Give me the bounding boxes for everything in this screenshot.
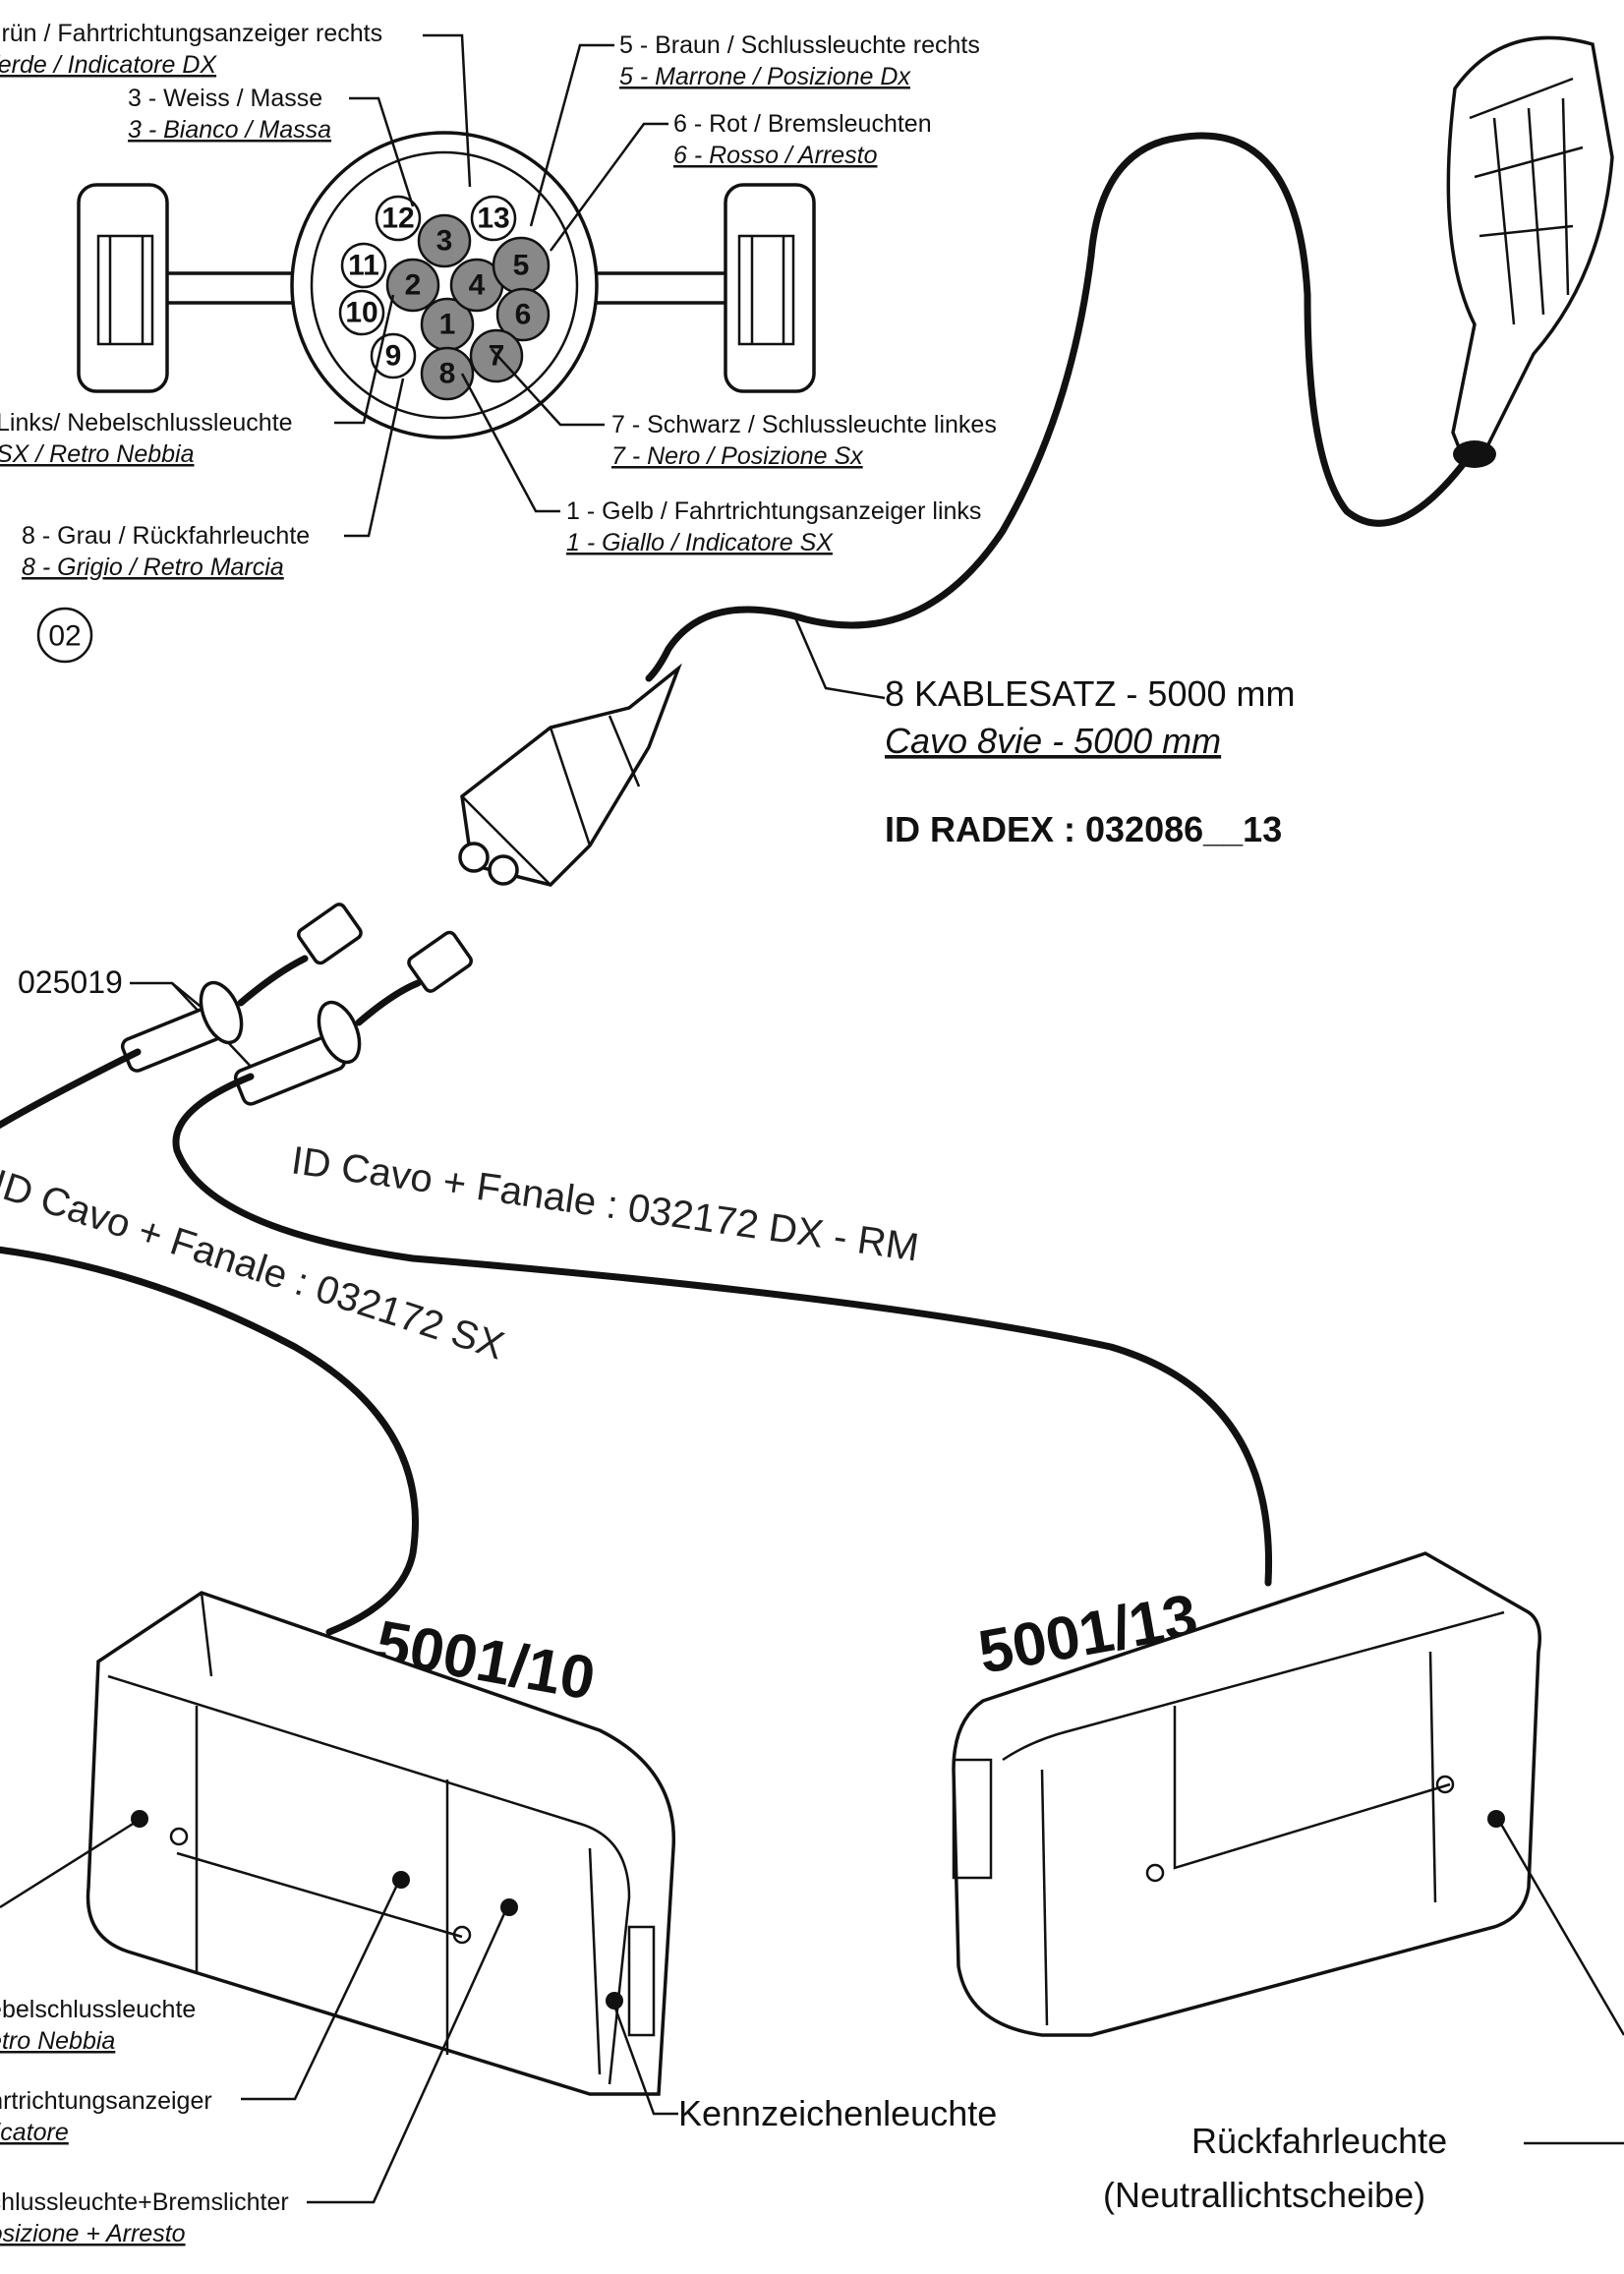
plate-lamp-label: Kennzeichenleuchte <box>678 2093 997 2133</box>
tail-label-de: Schlussleuchte+Bremslichter <box>0 2188 289 2216</box>
socket-pin-number: 12 <box>381 203 414 235</box>
cable-label-it: Cavo 8vie - 5000 mm <box>885 721 1221 761</box>
socket-pin-3 <box>417 213 472 268</box>
pin6-label-de: 6 - Rot / Bremsleuchten <box>673 110 932 138</box>
pin13-label-it: Verde / Indicatore DX <box>0 51 217 79</box>
pin3-label-it: 3 - Bianco / Massa <box>128 116 331 144</box>
pin2-label-it: SX / Retro Nebbia <box>0 440 195 468</box>
right-wheel <box>724 183 816 393</box>
left-lamp-cable <box>0 1048 419 1636</box>
figure-number-badge: 02 <box>36 607 93 664</box>
socket-pin-11 <box>340 242 387 289</box>
socket-pin-number: 6 <box>515 299 532 331</box>
pin8-label-it: 8 - Grigio / Retro Marcia <box>22 554 284 581</box>
socket-pin-number: 2 <box>405 269 422 302</box>
socket-pin-number: 1 <box>439 309 456 341</box>
main-cable <box>645 132 1469 682</box>
pin1-label-de: 1 - Gelb / Fahrtrichtungsanzeiger links <box>566 497 981 525</box>
socket-pin-6 <box>495 287 551 342</box>
socket-pin-2 <box>385 258 440 313</box>
right-cable-id: ID Cavo + Fanale : 032172 DX - RM <box>289 1138 922 1269</box>
pin13-label-de: Grün / Fahrtrichtungsanzeiger rechts <box>0 20 382 47</box>
trailer-plug <box>1446 35 1614 468</box>
right-lamp-cable <box>172 1073 1273 1587</box>
cable-id: ID RADEX : 032086__13 <box>885 809 1282 849</box>
tail-label-it: Posizione + Arresto <box>0 2220 186 2247</box>
pin3-label-de: 3 - Weiss / Masse <box>128 85 322 112</box>
socket-pin-number: 10 <box>345 297 377 329</box>
connector-left <box>120 903 363 1073</box>
pin2-label-de: Links/ Nebelschlussleuchte <box>0 409 293 437</box>
pin5-label-de: 5 - Braun / Schlussleuchte rechts <box>619 31 980 59</box>
pin7-label-de: 7 - Schwarz / Schlussleuchte linkes <box>611 411 997 438</box>
socket-pin-number: 11 <box>348 250 379 282</box>
fog-label-it: Retro Nebbia <box>0 2027 115 2055</box>
distribution-box <box>458 663 682 887</box>
indicator-label-de: Fahrtrichtungsanzeiger <box>0 2087 212 2115</box>
pin6-label-it: 6 - Rosso / Arresto <box>673 142 878 169</box>
socket-pin-number: 3 <box>436 225 453 258</box>
cable-label-de: 8 KABLESATZ - 5000 mm <box>885 673 1295 714</box>
pin1-label-it: 1 - Giallo / Indicatore SX <box>566 529 834 556</box>
indicator-label-it: Indicatore <box>0 2119 69 2146</box>
right-lamp <box>952 1551 1541 2037</box>
connector-right <box>233 930 473 1106</box>
socket-pin-number: 4 <box>469 269 486 302</box>
socket-pin-number: 5 <box>513 250 530 282</box>
pin5-label-it: 5 - Marrone / Posizione Dx <box>619 63 911 90</box>
left-lamp <box>86 1591 676 2096</box>
socket-pin-8 <box>420 346 475 401</box>
socket-pin-13 <box>470 195 517 242</box>
fog-label-de: Nebelschlussleuchte <box>0 1996 196 2023</box>
pin7-label-it: 7 - Nero / Posizione Sx <box>611 442 864 470</box>
reverse-lamp-note: (Neutrallichtscheibe) <box>1103 2175 1425 2215</box>
socket-pin-12 <box>375 195 422 242</box>
pin8-label-de: 8 - Grau / Rückfahrleuchte <box>22 522 310 550</box>
socket-pin-10 <box>338 289 385 336</box>
connector-part-number: 025019 <box>18 964 123 1000</box>
socket-pin-number: 8 <box>439 358 456 390</box>
socket-pin-number: 13 <box>477 203 509 235</box>
left-wheel <box>77 183 169 393</box>
socket-pin-number: 9 <box>385 340 402 373</box>
reverse-lamp-label: Rückfahrleuchte <box>1191 2121 1447 2161</box>
figure-number: 02 <box>48 620 81 653</box>
